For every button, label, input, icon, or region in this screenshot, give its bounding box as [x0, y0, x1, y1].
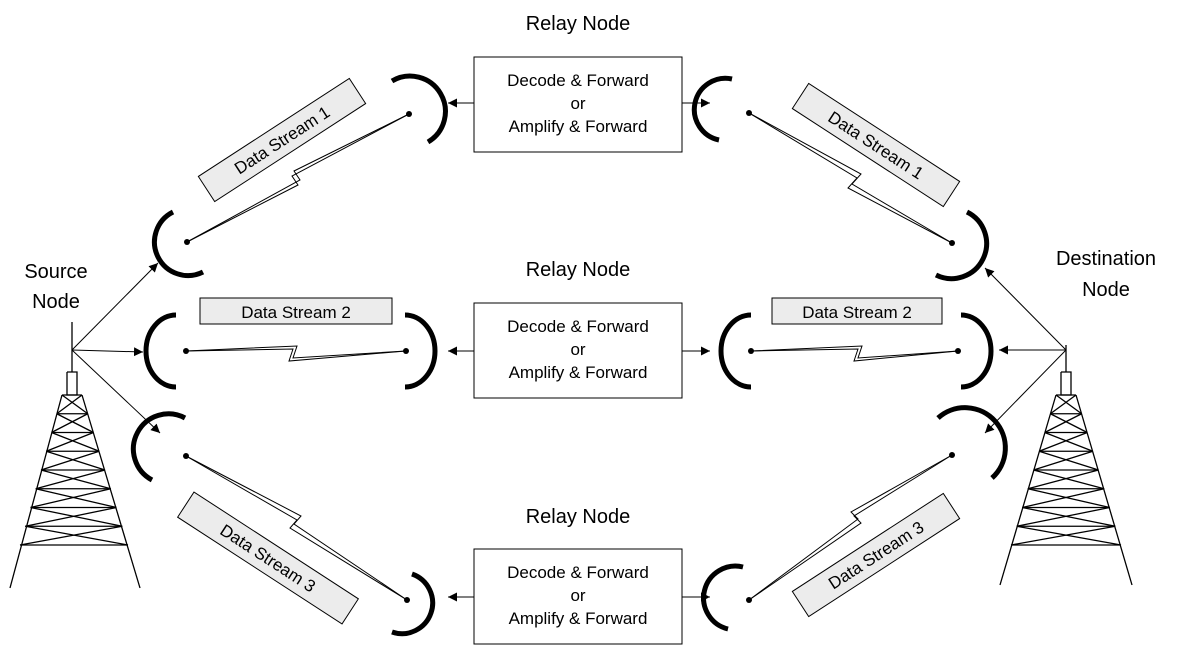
- dish-antenna-icon: [151, 209, 205, 279]
- stream-label-middle-left: Data Stream 2: [199, 297, 393, 325]
- relay-box: [473, 548, 683, 645]
- svg-text:Data Stream 3: Data Stream 3: [217, 521, 319, 597]
- dish-antenna-icon: [701, 563, 744, 632]
- stream-label-top-right: Data Stream 1: [791, 82, 961, 208]
- svg-text:Decode & Forward: Decode & Forward: [507, 563, 649, 582]
- svg-text:Destination: Destination: [1056, 248, 1156, 270]
- dish-antenna-icon: [960, 312, 994, 390]
- relay-title: Relay Node: [526, 506, 631, 528]
- relay-title: Relay Node: [526, 13, 631, 35]
- destination-node-label: Destination Node: [1056, 248, 1156, 301]
- svg-text:Decode & Forward: Decode & Forward: [507, 317, 649, 336]
- relay-node-middle: Relay Node Decode & Forward or Amplify &…: [448, 259, 710, 399]
- svg-text:or: or: [570, 586, 585, 605]
- dish-antenna-icon: [143, 312, 177, 390]
- svg-text:Data Stream 2: Data Stream 2: [802, 303, 912, 322]
- svg-text:Decode & Forward: Decode & Forward: [507, 71, 649, 90]
- svg-text:Data Stream 1: Data Stream 1: [231, 103, 333, 179]
- source-arrows: [71, 262, 161, 434]
- source-node-label: Source Node: [24, 261, 87, 313]
- svg-text:Amplify & Forward: Amplify & Forward: [509, 363, 648, 382]
- stream-label-top-left: Data Stream 1: [197, 77, 367, 203]
- dish-antenna-icon: [391, 571, 436, 637]
- source-tower-icon: [9, 322, 141, 589]
- svg-text:Amplify & Forward: Amplify & Forward: [509, 609, 648, 628]
- svg-text:Node: Node: [32, 291, 80, 313]
- svg-text:or: or: [570, 340, 585, 359]
- svg-text:Data Stream 3: Data Stream 3: [825, 518, 927, 594]
- destination-tower-icon: [999, 345, 1133, 586]
- svg-text:Data Stream 2: Data Stream 2: [241, 303, 351, 322]
- svg-text:Node: Node: [1082, 279, 1130, 301]
- dish-antennas: [130, 73, 1008, 637]
- svg-text:Source: Source: [24, 261, 87, 283]
- stream-label-bottom-right: Data Stream 3: [791, 492, 961, 618]
- svg-text:Amplify & Forward: Amplify & Forward: [509, 117, 648, 136]
- relay-node-top: Relay Node Decode & Forward or Amplify &…: [448, 13, 710, 153]
- stream-label-middle-right: Data Stream 2: [771, 297, 943, 325]
- dish-antenna-icon: [934, 209, 990, 282]
- antenna-feed-dots: [183, 110, 961, 603]
- svg-text:Data Stream 1: Data Stream 1: [825, 108, 927, 184]
- lightning-link-icon: [185, 112, 959, 601]
- dish-antenna-icon: [718, 312, 752, 390]
- dish-antenna-icon: [936, 405, 1008, 480]
- dish-antenna-icon: [130, 411, 187, 483]
- destination-arrows: [984, 267, 1067, 434]
- dish-antenna-icon: [691, 75, 733, 143]
- relay-box: [473, 56, 683, 153]
- stream-label-bottom-left: Data Stream 3: [176, 491, 360, 625]
- svg-text:or: or: [570, 94, 585, 113]
- dish-antenna-icon: [404, 312, 438, 390]
- relay-title: Relay Node: [526, 259, 631, 281]
- relay-node-bottom: Relay Node Decode & Forward or Amplify &…: [448, 506, 710, 645]
- dish-antenna-icon: [390, 73, 448, 145]
